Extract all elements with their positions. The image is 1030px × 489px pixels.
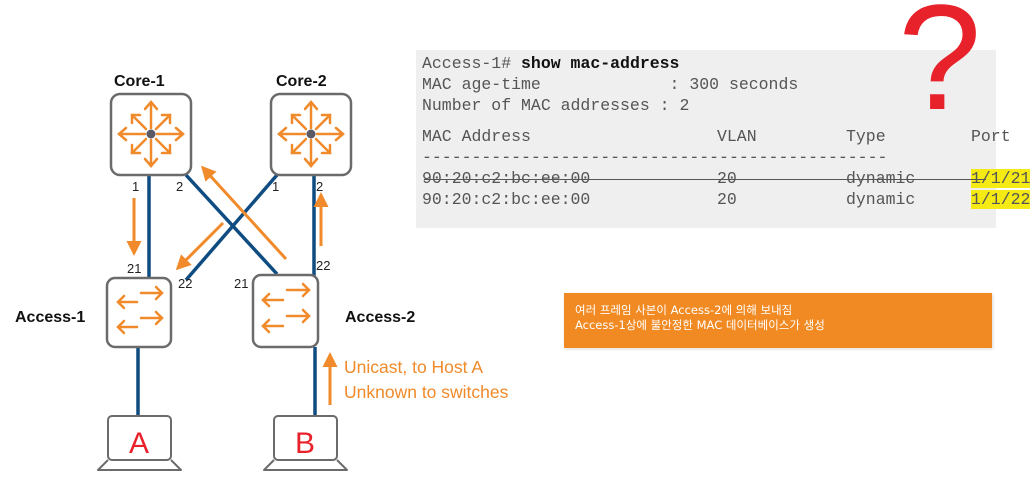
core1-port-1: 1 xyxy=(132,179,139,194)
link-core1-access2 xyxy=(184,173,279,276)
flow-arrow-core2-to-access1 xyxy=(175,221,225,271)
header-vlan: VLAN xyxy=(717,127,757,146)
cli-prompt: Access-1# xyxy=(422,54,522,73)
row-mac: 90:20:c2:bc:ee:00 xyxy=(422,190,591,209)
flow-arrow-access2-to-core1 xyxy=(200,165,288,261)
access1-port-22: 22 xyxy=(178,276,192,291)
row-type: dynamic xyxy=(846,190,916,209)
row-vlan: 20 xyxy=(717,169,737,188)
row-mac: 90:20:c2:bc:ee:00 xyxy=(422,169,591,188)
unicast-note-line2: Unknown to switches xyxy=(344,382,509,402)
mac-table-row-current: 90:20:c2:bc:ee:00 20 dynamic 1/1/22 xyxy=(422,189,1030,210)
access2-box xyxy=(251,273,320,349)
host-b-label: B xyxy=(295,427,315,460)
port-labels: 1 2 1 2 21 22 21 22 xyxy=(127,179,330,291)
cli-output-panel: Access-1# show mac-address MAC age-time … xyxy=(416,50,1030,228)
cli-age-time: MAC age-time : 300 seconds xyxy=(422,75,799,94)
link-core2-access1 xyxy=(184,173,279,282)
laptop-base xyxy=(97,459,182,471)
core1-port-2: 2 xyxy=(176,179,183,194)
laptop-screen xyxy=(273,415,338,461)
access2-port-22: 22 xyxy=(316,258,330,273)
host-a-label: A xyxy=(129,427,149,460)
row-port-highlighted: 1/1/22 xyxy=(971,190,1030,209)
header-mac: MAC Address xyxy=(422,127,531,146)
access1-switch[interactable]: Access-1 xyxy=(15,276,173,349)
question-mark-icon: ? xyxy=(898,0,982,141)
mac-table-separator: ----------------------------------------… xyxy=(422,148,888,167)
unicast-note-line1: Unicast, to Host A xyxy=(344,357,483,377)
row-vlan: 20 xyxy=(717,190,737,209)
cli-mac-count: Number of MAC addresses : 2 xyxy=(422,96,690,115)
instability-callout: 여러 프레임 사본이 Access-2에 의해 보내짐 Access-1상에 불… xyxy=(564,293,992,348)
header-port: Port xyxy=(971,127,1011,146)
callout-line2: Access-1상에 불안정한 MAC 데이터베이스가 생성 xyxy=(575,318,825,332)
core1-label: Core-1 xyxy=(114,73,165,90)
core-router-icon xyxy=(277,100,345,168)
cli-command-line: Access-1# show mac-address xyxy=(422,53,990,74)
callout-line1: 여러 프레임 사본이 Access-2에 의해 보내짐 xyxy=(575,303,793,317)
core-router-icon xyxy=(117,100,185,168)
laptop-base xyxy=(263,459,348,471)
flow-arrows xyxy=(126,165,338,405)
row-port-highlighted: 1/1/21 xyxy=(971,169,1030,188)
row-type: dynamic xyxy=(846,169,916,188)
switch-arrows-icon xyxy=(116,285,164,335)
core1-switch[interactable]: Core-1 xyxy=(109,73,193,177)
core2-label: Core-2 xyxy=(276,73,327,90)
links xyxy=(136,173,317,416)
mac-table-header: MAC Address VLAN Type Port xyxy=(422,126,1011,147)
header-type: Type xyxy=(846,127,886,146)
core2-switch[interactable]: Core-2 xyxy=(269,73,353,177)
core2-port-1: 1 xyxy=(272,179,279,194)
host-a-laptop[interactable]: A xyxy=(97,415,182,471)
access2-label: Access-2 xyxy=(345,309,415,326)
switch-arrows-icon xyxy=(261,282,311,334)
access2-port-21: 21 xyxy=(234,276,248,291)
mac-table-row-stale: 90:20:c2:bc:ee:00 20 dynamic 1/1/21 xyxy=(422,168,1030,189)
cli-command: show mac-address xyxy=(521,54,680,73)
access1-port-21: 21 xyxy=(127,261,141,276)
core2-port-2: 2 xyxy=(316,179,323,194)
access1-box xyxy=(105,276,173,349)
access1-label: Access-1 xyxy=(15,309,85,326)
laptop-screen xyxy=(107,415,172,461)
host-b-laptop[interactable]: B xyxy=(263,415,348,471)
access2-switch[interactable]: Access-2 xyxy=(251,273,415,349)
